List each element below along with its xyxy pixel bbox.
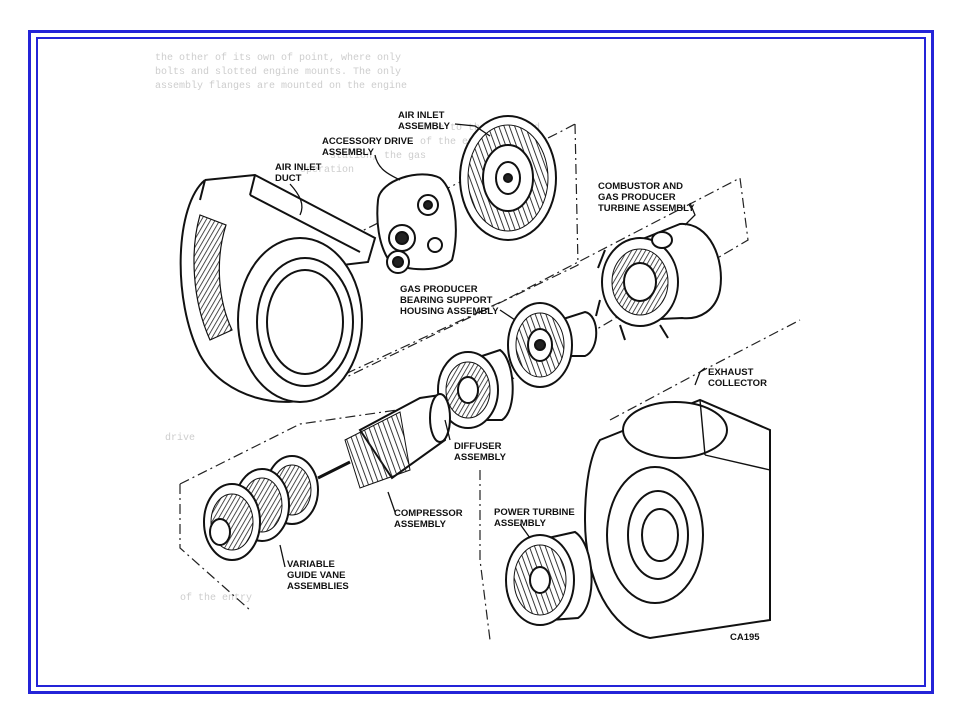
variable-guide-vane-assemblies bbox=[203, 455, 319, 561]
gas-producer-housing-assembly bbox=[507, 302, 598, 388]
svg-text:bolts and slotted engine mount: bolts and slotted engine mounts. The onl… bbox=[155, 66, 401, 78]
label-diffuser-assembly: DIFFUSER ASSEMBLY bbox=[454, 441, 507, 463]
outer-frame bbox=[28, 30, 934, 694]
label-power-turbine-assembly: POWER TURBINE ASSEMBLY bbox=[494, 507, 577, 529]
svg-text:drive: drive bbox=[165, 432, 195, 444]
svg-text:station, the gas: station, the gas bbox=[330, 150, 426, 162]
power-turbine-assembly bbox=[505, 530, 593, 626]
figure-code: CA195 bbox=[730, 632, 760, 643]
accessory-drive-assembly bbox=[376, 173, 457, 274]
leader-lines bbox=[279, 123, 706, 568]
label-air-inlet-duct: AIR INLET DUCT bbox=[275, 162, 324, 184]
label-air-inlet-assembly: AIR INLET ASSEMBLY bbox=[398, 110, 451, 132]
lower-bracket-left bbox=[179, 484, 251, 611]
compressor-assembly bbox=[317, 393, 451, 489]
label-gas-producer-housing: GAS PRODUCER BEARING SUPPORT HOUSING ASS… bbox=[400, 284, 499, 317]
label-compressor-assembly: COMPRESSOR ASSEMBLY bbox=[394, 508, 465, 530]
combustor-assembly bbox=[595, 222, 722, 341]
svg-text:the other of its own of point,: the other of its own of point, where onl… bbox=[155, 52, 401, 64]
air-inlet-duct bbox=[179, 173, 377, 403]
label-combustor-assembly: COMBUSTOR AND GAS PRODUCER TURBINE ASSEM… bbox=[598, 181, 695, 214]
diffuser-assembly bbox=[437, 348, 514, 429]
upper-axis-bracket bbox=[329, 123, 579, 386]
air-inlet-assembly bbox=[459, 115, 557, 241]
svg-text:assembly flanges are mounted o: assembly flanges are mounted on the engi… bbox=[155, 80, 407, 92]
label-variable-guide-vane: VARIABLE GUIDE VANE ASSEMBLIES bbox=[287, 559, 349, 592]
svg-text:operation: operation bbox=[300, 164, 354, 176]
svg-text:of the entry: of the entry bbox=[180, 592, 252, 604]
exhaust-collector bbox=[583, 398, 771, 640]
label-accessory-drive-assembly: ACCESSORY DRIVE ASSEMBLY bbox=[322, 136, 416, 158]
part-labels: AIR INLET ASSEMBLY ACCESSORY DRIVE ASSEM… bbox=[275, 110, 767, 643]
power-turbine-axis bbox=[479, 470, 491, 641]
label-exhaust-collector: EXHAUST COLLECTOR bbox=[708, 367, 767, 389]
